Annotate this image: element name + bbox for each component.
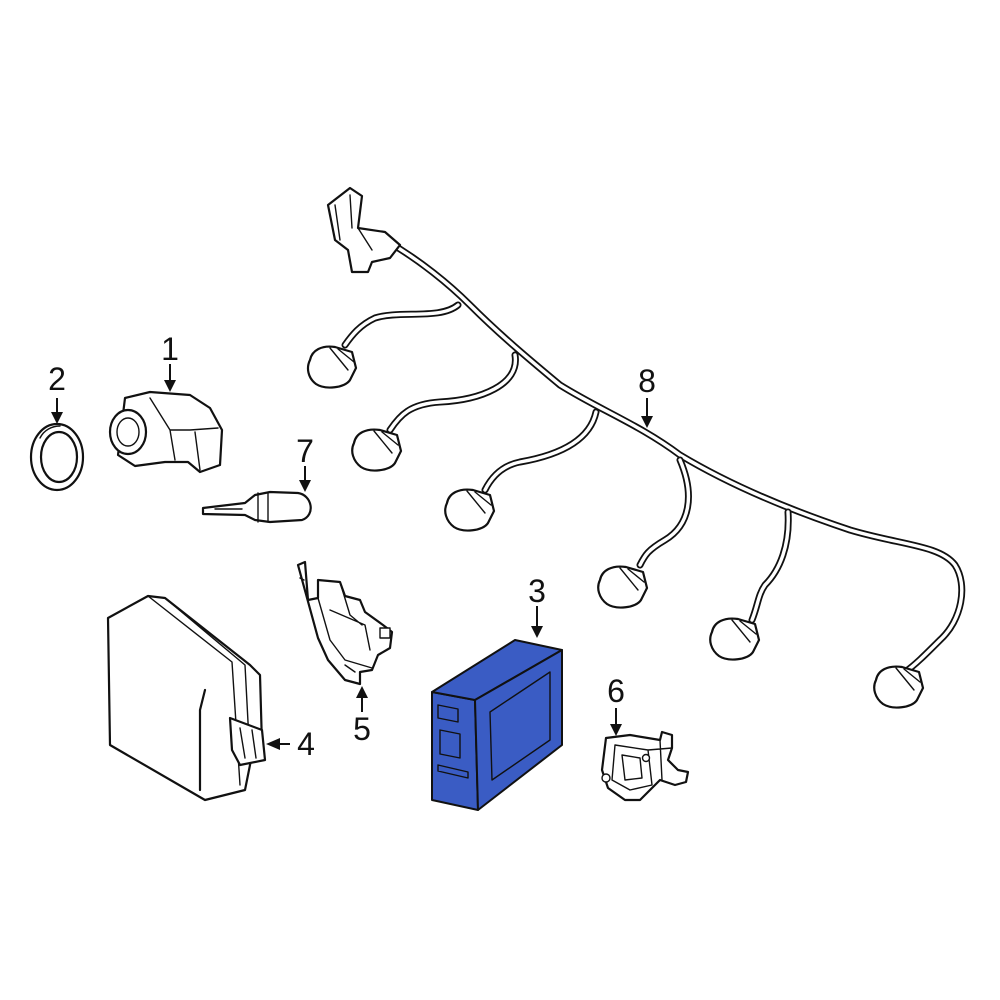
callout-arrows <box>51 364 653 750</box>
mounting-bracket[interactable] <box>296 560 394 686</box>
module-side-face <box>474 649 563 811</box>
harness-connector-3 <box>444 488 496 532</box>
harness-connector-5 <box>709 617 761 661</box>
callout-labels: 1 2 3 4 5 6 7 8 <box>48 331 656 762</box>
callout-2: 2 <box>48 361 66 397</box>
harness-connector-4 <box>597 565 649 609</box>
callout-3: 3 <box>528 573 546 609</box>
parking-sensor[interactable] <box>108 390 224 474</box>
callout-8: 8 <box>638 363 656 399</box>
control-module-highlighted[interactable] <box>431 639 563 811</box>
sensor-ring[interactable] <box>29 422 85 492</box>
harness-connector-2 <box>351 428 403 472</box>
module-front-face <box>431 691 479 811</box>
callout-1: 1 <box>161 331 179 367</box>
callout-4: 4 <box>297 726 315 762</box>
callout-5: 5 <box>353 711 371 747</box>
small-bracket[interactable] <box>600 730 690 802</box>
wiring-harness[interactable] <box>306 186 966 709</box>
harness-connector-1 <box>306 345 358 389</box>
control-module-large[interactable] <box>106 594 267 802</box>
callout-7: 7 <box>296 433 314 469</box>
sensor-pin[interactable] <box>201 490 312 524</box>
callout-6: 6 <box>607 673 625 709</box>
harness-connector-6 <box>873 665 925 709</box>
